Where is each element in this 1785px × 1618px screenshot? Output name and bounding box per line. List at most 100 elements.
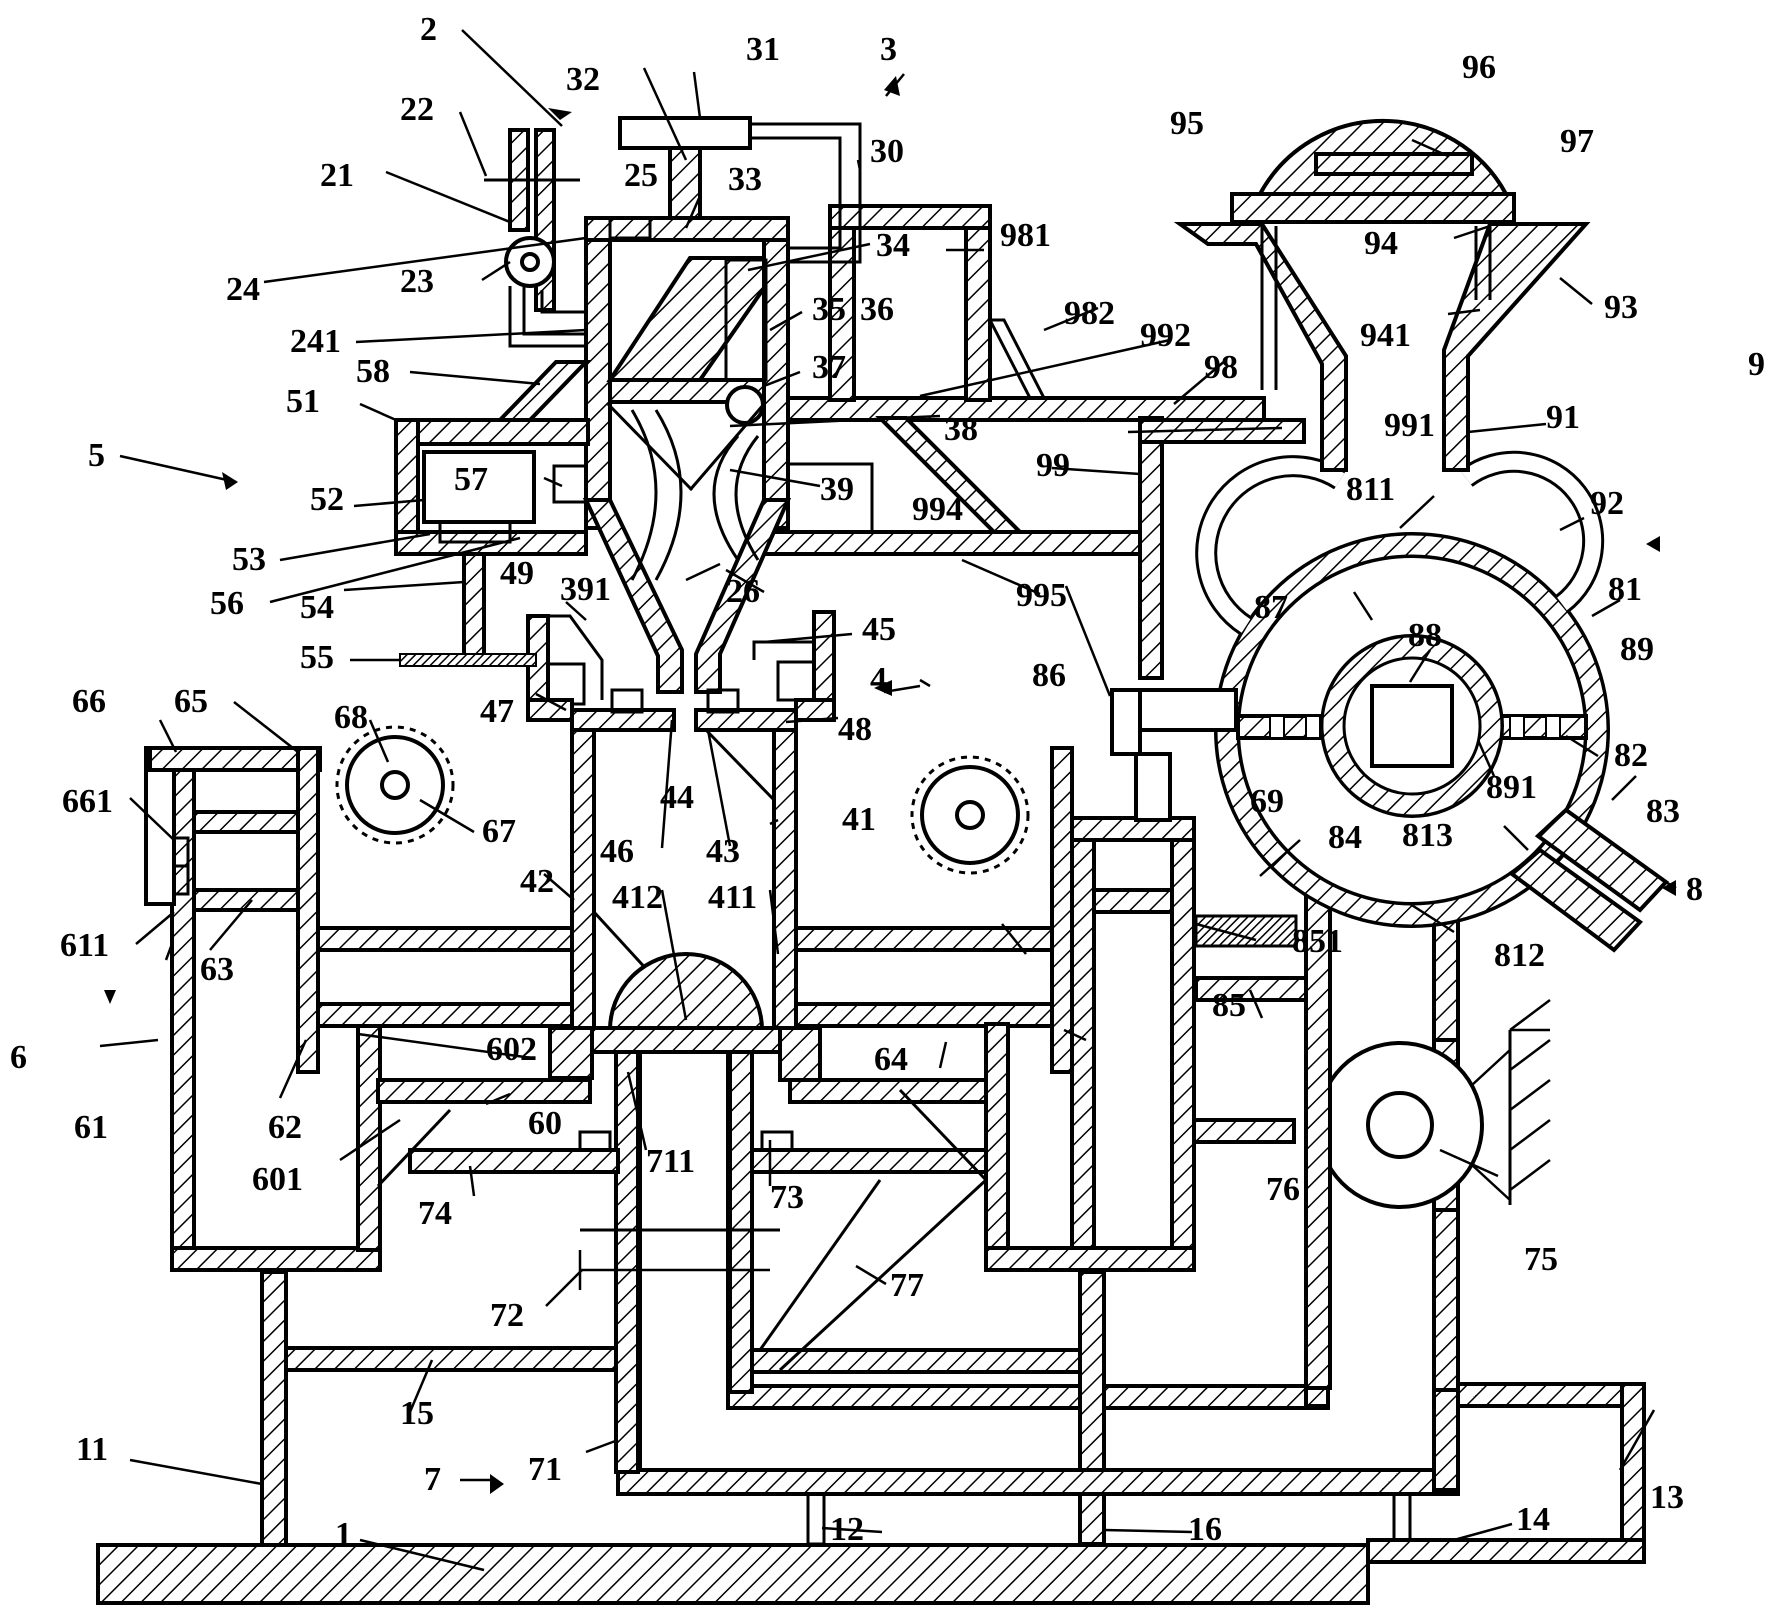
reference-label-45: 45 (862, 611, 896, 648)
right-bracket (1366, 1382, 1646, 1564)
reference-label-6: 6 (10, 1039, 27, 1076)
grinder-drum (1214, 532, 1610, 928)
reference-label-41: 41 (842, 801, 876, 838)
reference-label-26: 26 (726, 573, 760, 610)
reference-label-22: 22 (400, 91, 434, 128)
reference-label-93: 93 (1604, 289, 1638, 326)
reference-label-62: 62 (268, 1109, 302, 1146)
reference-label-51: 51 (286, 383, 320, 420)
base-plate (96, 1543, 1370, 1605)
right-tank (758, 816, 1196, 1372)
reference-label-71: 71 (528, 1451, 562, 1488)
reference-label-74: 74 (418, 1195, 452, 1232)
reference-label-66: 66 (72, 683, 106, 720)
reference-label-711: 711 (646, 1143, 695, 1180)
reference-label-39: 39 (820, 471, 854, 508)
lower-trays (376, 1026, 988, 1232)
reference-label-30: 30 (870, 133, 904, 170)
reference-label-4: 4 (870, 661, 887, 698)
top-dome (1230, 118, 1516, 224)
reference-label-65: 65 (174, 683, 208, 720)
reference-label-23: 23 (400, 263, 434, 300)
reference-label-661: 661 (62, 783, 113, 820)
leader-lines (99, 29, 1677, 1572)
reference-label-12: 12 (830, 1511, 864, 1548)
left-support-leg (260, 1270, 622, 1547)
reference-label-2: 2 (420, 11, 437, 48)
reference-label-1: 1 (335, 1516, 352, 1553)
reference-label-77: 77 (890, 1267, 924, 1304)
reference-label-11: 11 (76, 1431, 108, 1468)
reference-label-32: 32 (566, 61, 600, 98)
right-rack (1050, 746, 1074, 1074)
reference-label-88: 88 (1408, 617, 1442, 654)
reference-label-38: 38 (944, 411, 978, 448)
reference-label-992: 992 (1140, 317, 1191, 354)
left-tank (144, 746, 382, 1272)
reference-label-411: 411 (708, 879, 757, 916)
reference-label-69: 69 (1250, 783, 1284, 820)
reference-label-991: 991 (1384, 407, 1435, 444)
left-part-2 (484, 128, 652, 348)
separation-funnel (582, 402, 792, 694)
reference-label-611: 611 (60, 927, 109, 964)
reference-label-5: 5 (88, 437, 105, 474)
middle-chamber (570, 708, 798, 1030)
reference-label-25: 25 (624, 157, 658, 194)
reference-label-33: 33 (728, 161, 762, 198)
reference-label-813: 813 (1402, 817, 1453, 854)
reference-label-58: 58 (356, 353, 390, 390)
dome-valve (574, 952, 796, 1054)
reference-label-83: 83 (1646, 793, 1680, 830)
left-gear (335, 725, 455, 845)
reference-label-55: 55 (300, 639, 334, 676)
reference-label-44: 44 (660, 779, 694, 816)
reference-label-21: 21 (320, 157, 354, 194)
reference-label-14: 14 (1516, 1501, 1550, 1538)
reference-label-31: 31 (746, 31, 780, 68)
reference-label-994: 994 (912, 491, 963, 528)
reference-label-49: 49 (500, 555, 534, 592)
reference-label-37: 37 (812, 349, 846, 386)
reference-label-73: 73 (770, 1179, 804, 1216)
reference-label-35: 35 (812, 291, 846, 328)
left-module-5 (394, 360, 591, 667)
reference-label-72: 72 (490, 1297, 524, 1334)
reference-label-43: 43 (706, 833, 740, 870)
reference-label-391: 391 (560, 571, 611, 608)
reference-label-995: 995 (1016, 577, 1067, 614)
reference-label-67: 67 (482, 813, 516, 850)
reference-label-89: 89 (1620, 631, 1654, 668)
reference-label-87: 87 (1254, 589, 1288, 626)
reference-label-52: 52 (310, 481, 344, 518)
reference-label-47: 47 (480, 693, 514, 730)
reference-label-982: 982 (1064, 295, 1115, 332)
slide-plates (316, 888, 1192, 1028)
reference-label-63: 63 (200, 951, 234, 988)
reference-label-98: 98 (1204, 349, 1238, 386)
reference-label-891: 891 (1486, 769, 1537, 806)
upper-box (584, 116, 862, 530)
left-rack (296, 746, 320, 1074)
reference-label-95: 95 (1170, 105, 1204, 142)
reference-label-96: 96 (1462, 49, 1496, 86)
reference-label-60: 60 (528, 1105, 562, 1142)
reference-label-61: 61 (74, 1109, 108, 1146)
reference-label-15: 15 (400, 1395, 434, 1432)
reference-label-34: 34 (876, 227, 910, 264)
right-gear (910, 755, 1030, 875)
reference-label-241: 241 (290, 323, 341, 360)
reference-label-64: 64 (874, 1041, 908, 1078)
reference-label-13: 13 (1650, 1479, 1684, 1516)
reference-label-851: 851 (1292, 923, 1343, 960)
reference-label-94: 94 (1364, 225, 1398, 262)
reference-label-97: 97 (1560, 123, 1594, 160)
roller-assembly (1192, 999, 1551, 1209)
reference-label-7: 7 (424, 1461, 441, 1498)
reference-label-16: 16 (1188, 1511, 1222, 1548)
connector-86 (1110, 688, 1238, 822)
reference-label-8: 8 (1686, 871, 1703, 908)
reference-label-602: 602 (486, 1031, 537, 1068)
